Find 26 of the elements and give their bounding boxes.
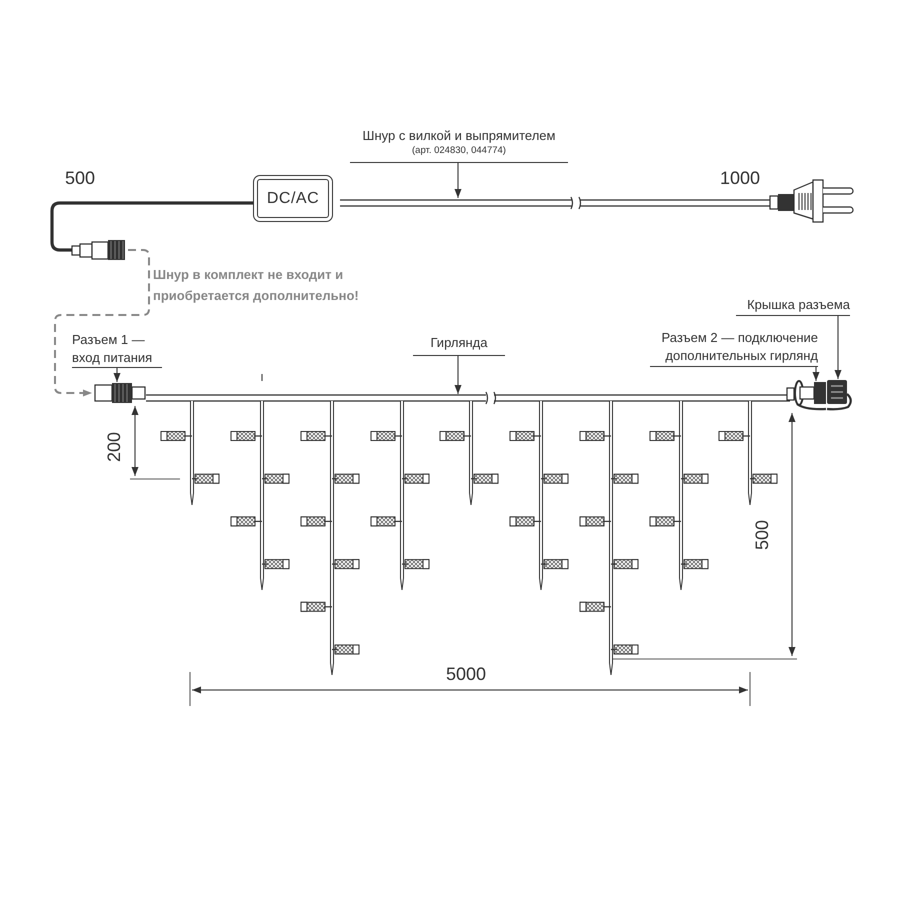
connector-cap-drawing [826, 380, 852, 410]
dimension-value: 200 [104, 432, 125, 462]
callout-text: Крышка разъема [746, 296, 850, 314]
dimension-value: 5000 [446, 664, 486, 685]
connector-drawing [71, 240, 125, 260]
connector-drawing [786, 380, 826, 410]
callout-text: Разъем 2 — подключение дополнительных гирлянд [660, 329, 818, 364]
dimension-value: 500 [65, 168, 96, 189]
connector-drawing [94, 383, 146, 403]
callout-text: Разъем 1 — вход питания [72, 331, 154, 366]
leader-arrow [454, 356, 462, 394]
dashed-connection-arrow [54, 249, 150, 396]
dimension-value: 1000 [720, 168, 760, 189]
note-text: Шнур в комплект не входит и приобретается дополнительно! [153, 266, 360, 305]
dimension-value: 500 [752, 520, 773, 550]
leader-arrow [454, 162, 462, 198]
callout-text: Шнур с вилкой и выпрямителем [362, 127, 556, 145]
leader-arrow [812, 366, 820, 382]
garland-drawing [145, 391, 791, 405]
article-note: (арт. 024830, 044774) [411, 144, 507, 158]
callout-text: Гирлянда [430, 334, 488, 352]
leader-arrow [834, 316, 842, 380]
converter-box [253, 175, 333, 222]
converter-label: DC/AC [266, 188, 320, 209]
leader-arrow [114, 368, 120, 382]
leader-label [350, 127, 568, 163]
